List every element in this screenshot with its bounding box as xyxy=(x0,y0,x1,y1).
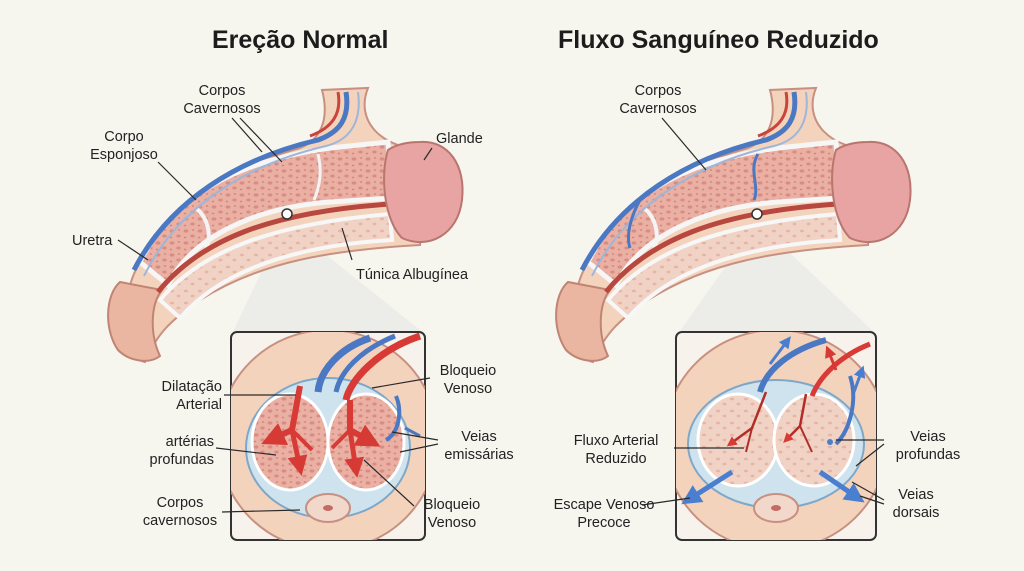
label-bloqueio-venoso-top: Bloqueio Venoso xyxy=(428,362,508,398)
label-veias-dorsais: Veias dorsais xyxy=(880,486,952,522)
label-fluxo-arterial-reduzido: Fluxo Arterial Reduzido xyxy=(560,432,672,468)
label-line: Cavernosos xyxy=(619,101,697,117)
label-line: Arterial xyxy=(176,397,222,413)
label-line: Bloqueio xyxy=(439,363,497,379)
left-panel-title: Ereção Normal xyxy=(212,26,389,54)
left-dorsal-artery xyxy=(309,91,341,138)
label-line: profundas xyxy=(895,447,961,463)
label-veias-emissarias: Veias emissárias xyxy=(436,428,522,464)
label-line: emissárias xyxy=(444,447,514,463)
right-leader-lines xyxy=(641,117,885,506)
label-corpo-esponjoso: Corpo Esponjoso xyxy=(78,128,170,164)
label-dilatacao-arterial: Dilatação Arterial xyxy=(130,378,222,414)
label-line: Esponjoso xyxy=(90,147,158,163)
label-veias-profundas: Veias profundas xyxy=(886,428,970,464)
label-line: Corpos xyxy=(198,83,246,99)
right-base-fold xyxy=(555,280,612,362)
label-corpos-cavernosos-right: Corpos Cavernosos xyxy=(608,82,708,118)
label-line: Veias xyxy=(461,429,497,445)
left-leader-lines xyxy=(117,117,439,513)
right-urethra-opening xyxy=(751,208,763,220)
label-line: profundas xyxy=(149,452,215,468)
right-urethra-line xyxy=(604,201,839,294)
label-tunica-albuginea: Túnica Albugínea xyxy=(356,267,469,283)
label-line: Venoso xyxy=(427,515,477,531)
label-line: Corpos xyxy=(156,495,204,511)
label-line: Bloqueio xyxy=(423,497,481,513)
left-urethra-line xyxy=(156,201,391,294)
right-zoom-cone xyxy=(678,222,876,334)
right-cc-left xyxy=(696,392,780,488)
label-bloqueio-venoso-bottom: Bloqueio Venoso xyxy=(412,496,492,532)
right-shaft-illustration xyxy=(555,86,912,364)
label-line: Veias xyxy=(910,429,946,445)
label-line: dorsais xyxy=(892,505,940,521)
right-glans xyxy=(831,140,912,244)
label-line: Reduzido xyxy=(585,451,647,467)
left-base-fold xyxy=(107,280,164,362)
label-uretra: Uretra xyxy=(72,233,113,249)
label-line: Corpos xyxy=(634,83,682,99)
label-escape-venoso-precoce: Escape Venoso Precoce xyxy=(548,496,660,532)
label-line: Fluxo Arterial xyxy=(573,433,659,449)
label-line: Cavernosos xyxy=(183,101,261,117)
label-arterias-profundas: artérias profundas xyxy=(124,433,215,469)
right-dorsal-vein xyxy=(579,91,798,272)
left-dorsal-vein xyxy=(131,91,350,272)
label-line: Venoso xyxy=(443,381,493,397)
right-panel-title: Fluxo Sanguíneo Reduzido xyxy=(558,26,879,54)
label-line: Dilatação xyxy=(161,379,222,395)
label-line: artérias xyxy=(165,434,214,450)
left-shaft-illustration xyxy=(107,86,464,364)
left-glans xyxy=(383,140,464,244)
label-line: Corpo xyxy=(104,129,144,145)
left-cc-left xyxy=(250,392,330,492)
label-corpos-cavernosos-inset: Corpos cavernosos xyxy=(134,494,226,530)
label-line: Veias xyxy=(898,487,934,503)
label-line: Escape Venoso xyxy=(553,497,655,513)
label-corpos-cavernosos: Corpos Cavernosos xyxy=(172,82,272,118)
left-cross-section xyxy=(230,331,426,541)
label-line: Precoce xyxy=(577,515,631,531)
left-urethra-opening xyxy=(281,208,293,220)
right-cross-section xyxy=(675,331,877,541)
right-corpus-spongiosum xyxy=(605,211,843,321)
label-line: cavernosos xyxy=(142,513,218,529)
label-glande: Glande xyxy=(436,131,483,147)
left-corpus-spongiosum xyxy=(157,211,395,321)
